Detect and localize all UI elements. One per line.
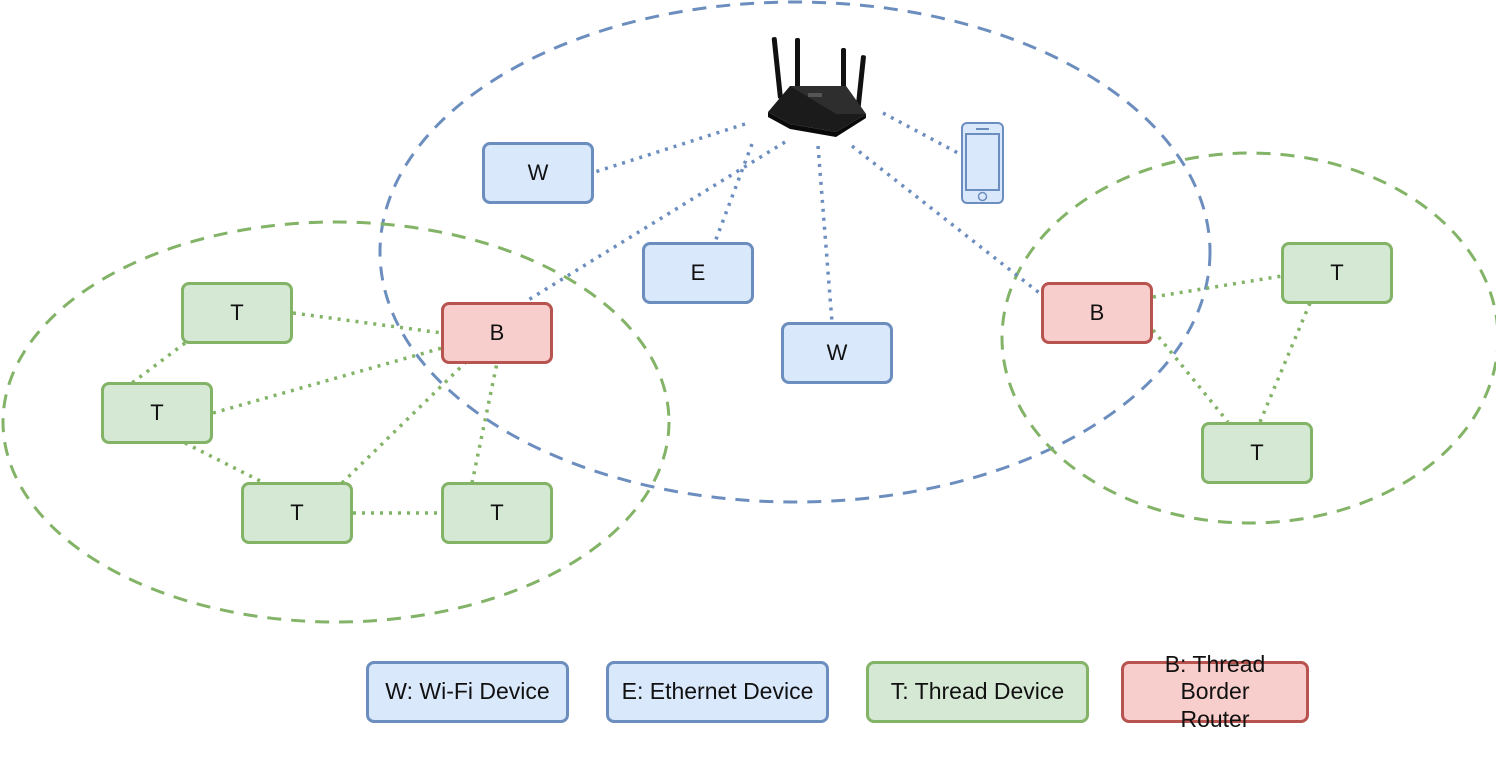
thread-links — [130, 274, 1312, 515]
thread-device-node: T — [181, 282, 293, 344]
thread-device-node: T — [241, 482, 353, 544]
link-t5-t6 — [1258, 302, 1312, 423]
smartphone-icon — [961, 122, 1004, 204]
thread-network-boundary-right — [1000, 151, 1496, 525]
link-t2-t3 — [184, 441, 269, 487]
link-router-phone — [882, 111, 959, 155]
wifi-links — [524, 111, 1044, 323]
link-router-b2 — [850, 144, 1044, 297]
link-router-e1 — [713, 143, 754, 243]
link-t1-b1 — [292, 311, 443, 335]
wifi-device-node: W — [482, 142, 594, 204]
link-t2-b1 — [212, 346, 443, 415]
link-t4-b1 — [470, 362, 499, 484]
wifi-router-icon — [768, 37, 866, 137]
legend-thread-device: T: Thread Device — [866, 661, 1089, 723]
link-b2-t5 — [1152, 274, 1283, 299]
thread-device-node: T — [441, 482, 553, 544]
link-router-b1 — [524, 140, 786, 304]
legend-wifi-device: W: Wi-Fi Device — [366, 661, 569, 723]
wifi-network-boundary — [378, 0, 1212, 504]
link-router-w2 — [816, 145, 834, 323]
thread-network-boundary-left — [1, 220, 671, 624]
wifi-device-node: W — [781, 322, 893, 384]
thread-device-node: T — [101, 382, 213, 444]
legend-thread-border-router: B: Thread Border Router — [1121, 651, 1309, 732]
thread-device-node: T — [1281, 242, 1393, 304]
link-router-w1 — [594, 122, 746, 174]
thread-border-router-node: B — [1041, 282, 1153, 344]
link-b2-t6 — [1151, 328, 1230, 424]
link-t1-t2 — [130, 341, 187, 385]
thread-device-node: T — [1201, 422, 1313, 484]
ethernet-device-node: E — [642, 242, 754, 304]
thread-border-router-node: B — [441, 302, 553, 364]
link-t3-b1 — [340, 361, 467, 485]
legend-ethernet-device: E: Ethernet Device — [606, 661, 829, 723]
